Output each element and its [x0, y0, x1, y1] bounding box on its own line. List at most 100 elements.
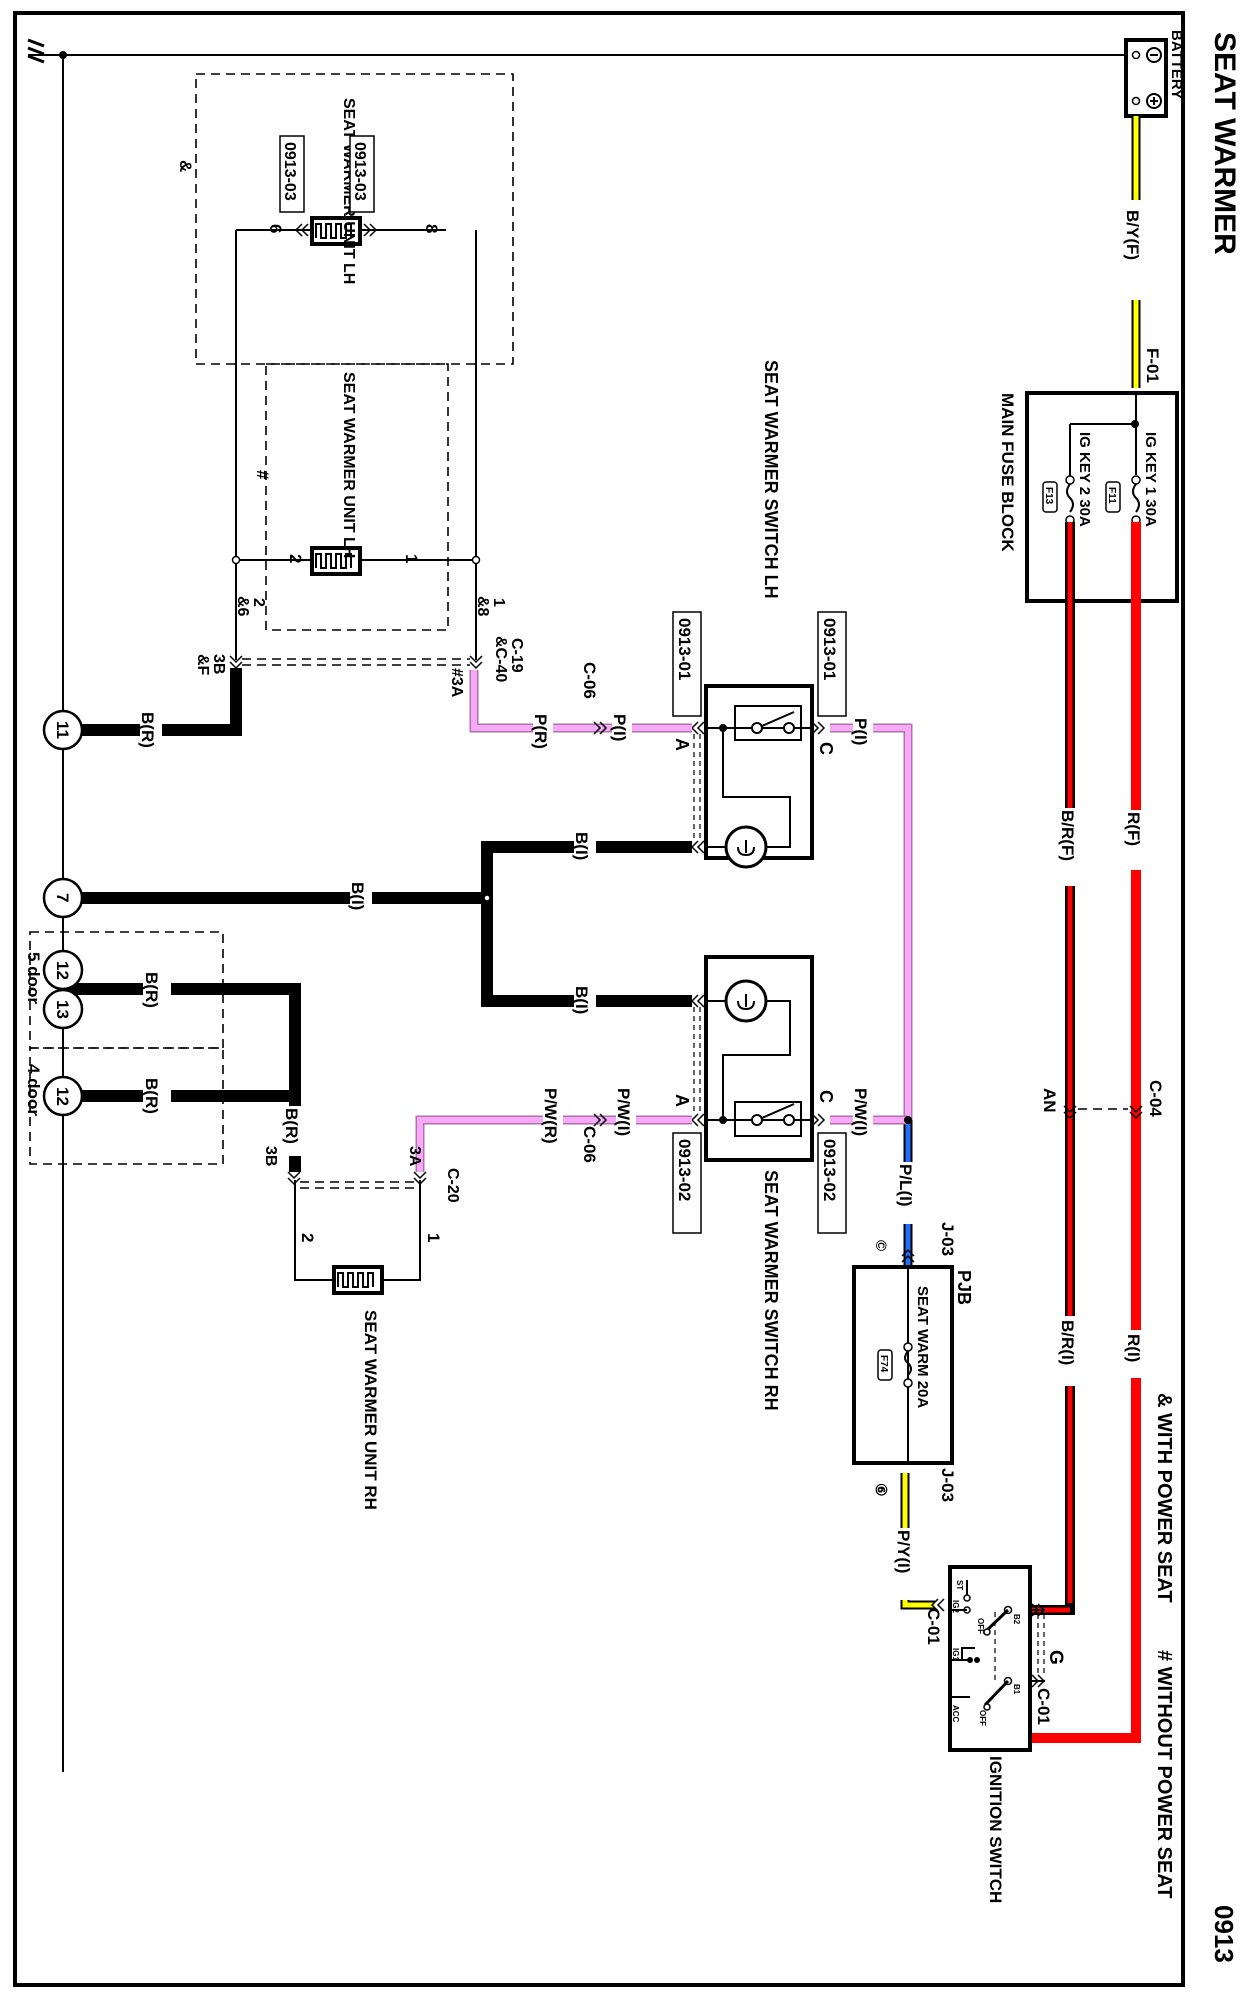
wire-b-r-11 [63, 668, 242, 736]
wire-py-i [902, 1473, 935, 1608]
switch-rh-label: SEAT WARMER SWITCH RH [761, 1170, 781, 1411]
fuse-ig-key1-label: IG KEY 1 30A [1142, 432, 1159, 527]
heater-element-icon [337, 1272, 374, 1288]
wire-label-p-i-lh: P(I) [610, 714, 629, 741]
wire-label-b-r-rh: B(R) [282, 1108, 301, 1144]
label-5-door: 5 door [24, 952, 43, 1004]
connector-j03-in: J-03 [938, 1222, 957, 1256]
seat-warmer-switch-lh [704, 684, 814, 869]
wire-label-b-i-main: B(I) [348, 882, 367, 910]
page-frame [13, 11, 1185, 1987]
connector-c01-top: C-01 [924, 1608, 943, 1645]
wire-label-pl-i: P/L(I) [896, 1164, 915, 1207]
wire-label-b-i-rh: B(I) [572, 986, 591, 1014]
fuse-icon [903, 1342, 913, 1388]
wire-pw-rh [417, 1117, 692, 1172]
svg-text:OFF: OFF [978, 1710, 987, 1726]
wire-label-b-i-lh: B(I) [572, 832, 591, 860]
ignition-switch-label: IGNITION SWITCH [986, 1756, 1005, 1903]
heater-element-icon [315, 223, 352, 239]
wire-label-r-i: R(I) [1124, 1334, 1143, 1362]
unit-lh-pin-8: 8 [422, 224, 441, 233]
ignition-switch: ST IG2 OFF B2 IG1 B1 OFF ACC IGNITION SW… [948, 1565, 1066, 1903]
switch-lh-label: SEAT WARMER SWITCH LH [761, 360, 781, 599]
wire-p-i-feed [830, 725, 911, 1120]
svg-text:ACC: ACC [951, 1705, 960, 1723]
switch-lh-pin-a: A [672, 738, 692, 751]
wire-label-b-r-12b: B(R) [142, 1078, 161, 1114]
wire-label-pw-i-top: P/W(I) [851, 1088, 870, 1136]
label-4-door: 4 door [24, 1064, 43, 1116]
battery-positive-icon [1146, 93, 1162, 109]
seat-warmer-unit-rh: 2 1 SEAT WARMER UNIT RH [294, 1180, 443, 1510]
pin-3b: 3B [210, 654, 227, 674]
page-number: 0913 [1209, 1905, 1239, 1963]
unit-lh-np-pin-1: 1 [402, 554, 421, 563]
ground-point-11: 11 [42, 709, 84, 751]
wire-label-b-r-12a: B(R) [142, 972, 161, 1008]
wire-label-br-i: B/R(I) [1058, 1320, 1077, 1365]
svg-text:IG2: IG2 [951, 1600, 960, 1613]
unit-rh-label: SEAT WARMER UNIT RH [361, 1310, 380, 1510]
unit-lh-ref-2: 0913-03 [281, 142, 298, 201]
connector-f01: F-01 [1143, 348, 1162, 383]
connector-c01-bottom: C-01 [1034, 1688, 1053, 1725]
connector-c04: C-04 [1146, 1080, 1165, 1117]
svg-text:12: 12 [53, 961, 72, 980]
wire-label-br-f: B/R(F) [1058, 810, 1077, 861]
pin-2: 2 [250, 598, 267, 607]
variant-box-4-door [29, 1047, 224, 1165]
connector-c20: C-20 [444, 1168, 461, 1203]
connector-c04-icon [1063, 1105, 1143, 1120]
wire-b-i-switches [481, 841, 692, 1007]
ground-point-7: 7 [42, 877, 84, 919]
fuse-seat-warm-label: SEAT WARM 20A [914, 1286, 931, 1408]
unit-lh-nopower-label: SEAT WARMER UNIT LH [340, 372, 357, 558]
battery-negative-icon [1146, 47, 1162, 63]
wire-label-p-r: P(R) [531, 714, 550, 749]
variant-mark-hash: # [253, 470, 272, 480]
switch-rh-pin-a: A [672, 1094, 692, 1107]
unit-lh-pin-6: 6 [266, 224, 285, 233]
main-fuse-block-label: MAIN FUSE BLOCK [998, 393, 1017, 552]
wire-label-b-r-11: B(R) [138, 712, 157, 748]
svg-text:7: 7 [53, 893, 72, 902]
svg-text:12: 12 [53, 1087, 72, 1106]
svg-text:B2: B2 [1012, 1614, 1021, 1625]
svg-text:B1: B1 [1012, 1684, 1021, 1695]
pin-and-f: &F [194, 654, 211, 676]
ground-symbol-icon [27, 38, 63, 64]
switch-lh-pin-c: C [816, 742, 836, 755]
svg-text:ST: ST [955, 1580, 964, 1590]
connector-c40: &C-40 [492, 636, 509, 682]
pin-hash-3a: #3A [448, 668, 465, 698]
ground-point-12b: 12 [42, 1075, 84, 1117]
pjb-pin-out: ⑥ [872, 1483, 889, 1496]
switch-lh-ref-a: 0913-01 [675, 618, 694, 680]
pin-and-8: &8 [474, 596, 491, 617]
pin-1: 1 [490, 598, 507, 607]
pin-rh-3b: 3B [262, 1146, 279, 1166]
fuse-ig-key2-label: IG KEY 2 30A [1076, 432, 1093, 527]
battery-label: BATTERY [1168, 30, 1185, 99]
fuse-f11-id: F11 [1106, 487, 1117, 504]
ground-point-12a: 12 [42, 949, 84, 991]
unit-lh-ref-1: 0913-03 [351, 142, 368, 201]
switch-rh-ref-c: 0913-02 [820, 1139, 839, 1201]
switch-lh-ref-c: 0913-01 [820, 618, 839, 680]
variant-box-power-seat [195, 73, 514, 365]
ignition-pin-g: G [1045, 1650, 1066, 1665]
heater-element-icon [315, 553, 352, 569]
main-fuse-block: IG KEY 1 30A IG KEY 2 30A F11 F13 MAIN F… [998, 391, 1179, 603]
svg-text:IG1: IG1 [951, 1648, 960, 1661]
pin-and-6: &6 [234, 596, 251, 617]
connector-j03-out: J-03 [938, 1468, 957, 1502]
splice-junction [904, 1116, 912, 1124]
variant-box-no-power-seat [265, 363, 449, 631]
pin-rh-3a: 3A [406, 1146, 423, 1167]
wire-label-pw-i-rh: P/W(I) [614, 1088, 633, 1136]
connector-c06-lh: C-06 [580, 662, 599, 699]
connector-c19: C-19 [508, 638, 525, 673]
variant-mark-and: & [176, 160, 195, 172]
unit-rh-pin-1: 1 [424, 1233, 443, 1242]
